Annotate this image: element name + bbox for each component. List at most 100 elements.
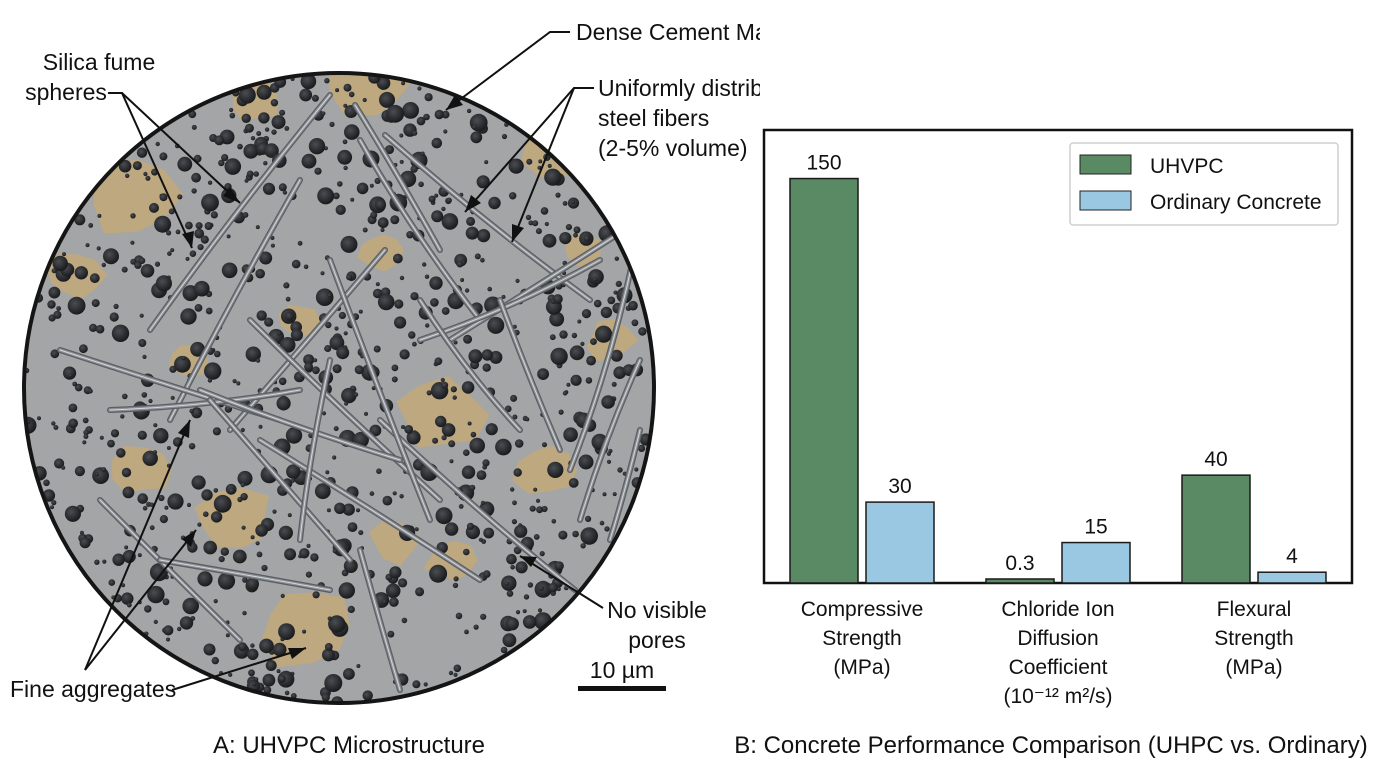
silica-fume-sphere [122,486,135,499]
silica-fume-sphere [343,331,348,336]
silica-fume-sphere [324,674,343,692]
silica-fume-sphere [515,610,521,615]
silica-fume-sphere [343,165,348,171]
silica-fume-sphere [353,392,359,397]
silica-fume-sphere [118,159,132,173]
silica-fume-sphere [51,421,56,426]
bar-value-label-uhvpc-0: 150 [806,152,841,175]
silica-fume-sphere [147,585,165,604]
silica-fume-sphere [533,487,538,492]
steel-fibers-arrowheads [465,195,524,242]
silica-fume-sphere [37,416,41,421]
silica-fume-sphere [414,527,419,532]
silica-fume-sphere [481,349,493,361]
silica-fume-sphere [595,325,613,343]
silica-fume-sphere [113,303,119,309]
silica-fume-sphere [343,668,355,680]
chart-bars [789,177,1327,584]
silica-fume-sphere [340,235,358,253]
silica-fume-sphere [334,326,339,331]
silica-fume-sphere [607,296,616,305]
silica-fume-sphere [406,231,414,239]
silica-fume-sphere [245,346,261,362]
silica-fume-sphere [174,355,191,373]
silica-fume-sphere [191,188,197,194]
silica-fume-sphere [321,411,327,416]
silica-fume-sphere [139,313,144,318]
silica-fume-sphere [568,478,579,488]
silica-fume-sphere [68,418,78,429]
silica-fume-sphere [406,430,421,445]
silica-fume-sphere [344,401,349,406]
silica-fume-sphere [253,171,259,177]
silica-fume-sphere [394,316,407,329]
silica-fume-sphere [302,629,307,634]
silica-fume-sphere [399,133,404,138]
silica-fume-sphere [284,548,297,561]
silica-fume-sphere [542,442,547,448]
no-pores-arrowhead [520,556,537,567]
silica-fume-sphere [464,629,469,635]
bar-ordinary-0 [865,501,935,584]
silica-fume-sphere [137,430,147,440]
silica-fume-sphere [585,515,592,523]
silica-fume-sphere [610,349,623,362]
silica-fume-sphere [303,264,309,270]
silica-fume-sphere [79,530,84,535]
silica-fume-sphere [74,266,89,280]
steel-fibers-label-line1: Uniformly distributed [598,75,760,101]
silica-fume-sphere [512,500,517,506]
silica-fume-sphere [608,448,613,454]
silica-fume-sphere [537,608,543,613]
silica-fume-sphere [276,396,291,411]
silica-fume-sphere [389,566,402,579]
silica-fume-sphere [170,248,175,253]
silica-fume-sphere [286,464,301,479]
silica-fume-sphere [468,349,483,364]
silica-fume-sphere [382,495,393,506]
silica-fume-sphere [334,502,346,514]
bar-uhvpc-1 [985,578,1055,584]
silica-fume-sphere [108,579,116,586]
silica-fume-sphere [510,487,515,492]
silica-fume-sphere [453,664,462,673]
silica-fume-sphere [278,675,286,683]
silica-fume-sphere [549,334,556,341]
silica-fume-sphere [523,594,530,600]
silica-fume-sphere [121,266,128,273]
silica-fume-sphere [342,503,355,516]
silica-fume-sphere [338,582,355,599]
silica-fume-sphere [615,280,622,287]
silica-fume-sphere [121,467,132,478]
silica-fume-sphere [510,564,515,570]
steel-fiber-highlight [569,249,636,471]
silica-fume-sphere [96,246,101,251]
silica-fume-sphere [125,173,130,178]
silica-fume-sphere [182,597,199,615]
silica-fume-sphere [466,522,475,530]
silica-fume-sphere [432,437,439,444]
silica-fume-sphere [452,582,459,589]
silica-fume-sphere [590,338,597,345]
panel-b-caption: B: Concrete Performance Comparison (UHPC… [734,732,1368,759]
silica-fume-sphere [212,427,221,436]
silica-fume-sphere [391,364,399,372]
silica-fume-sphere [50,349,60,359]
silica-fume-sphere [279,337,296,353]
silica-fume-sphere [601,395,615,409]
category-label-2-line1: Strength [1214,627,1293,650]
silica-fume-sphere [240,482,246,488]
bar-value-label-ordinary-2: 4 [1286,545,1298,568]
silica-fume-sphere [92,467,109,484]
silica-fume-arrowheads [182,187,240,248]
silica-fume-sphere [255,524,268,537]
silica-fume-sphere [549,311,565,327]
silica-fume-sphere [263,686,272,694]
silica-fume-sphere [526,158,533,165]
silica-fume-sphere [525,417,530,422]
silica-fume-sphere [299,548,310,559]
silica-fume-sphere [485,423,498,436]
silica-fume-sphere [404,425,414,434]
